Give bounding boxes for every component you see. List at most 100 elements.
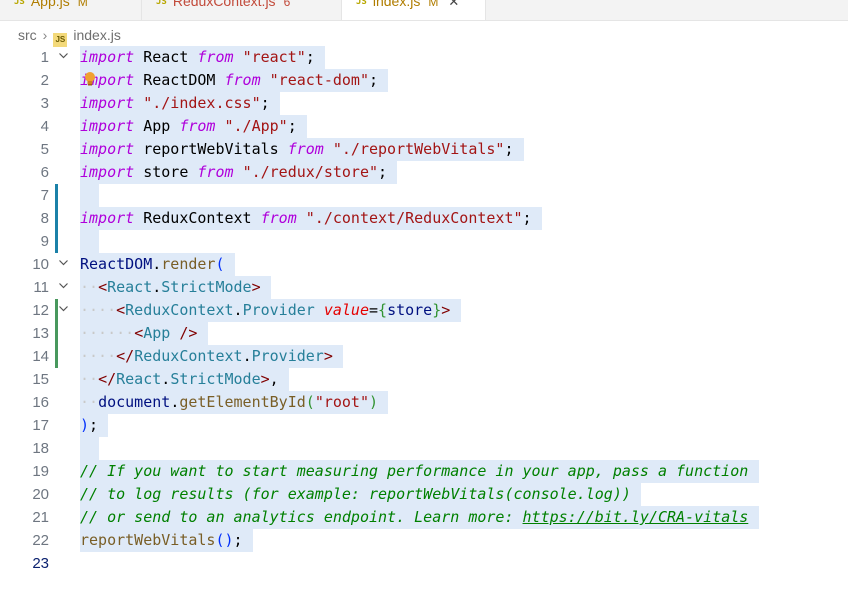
chevron-down-icon[interactable] xyxy=(58,50,68,60)
code-token: // or send to an analytics endpoint. Lea… xyxy=(80,508,523,526)
code-line[interactable]: 15··</React.StrictMode>, xyxy=(0,368,848,391)
code-line[interactable]: 18 xyxy=(0,437,848,460)
code-text[interactable]: ReactDOM.render( xyxy=(80,253,225,276)
code-text[interactable]: import store from "./redux/store"; xyxy=(80,161,387,184)
code-line[interactable]: 19// If you want to start measuring perf… xyxy=(0,460,848,483)
selection-highlight xyxy=(80,506,759,529)
close-icon[interactable]: ✕ xyxy=(448,0,460,9)
gutter-change-marker[interactable] xyxy=(55,230,58,253)
code-line[interactable]: 1 import React from "react"; xyxy=(0,46,848,69)
selection-highlight xyxy=(80,276,271,299)
chevron-down-icon[interactable] xyxy=(58,303,68,313)
code-line[interactable]: 9 xyxy=(0,230,848,253)
line-number: 1 xyxy=(40,49,49,66)
breadcrumb-folder[interactable]: src xyxy=(18,27,37,43)
chevron-down-icon[interactable] xyxy=(58,257,68,267)
code-text[interactable]: ··<React.StrictMode> xyxy=(80,276,261,299)
code-token: ·· xyxy=(80,278,99,296)
code-token: ; xyxy=(287,117,297,135)
code-text[interactable]: import React from "react"; xyxy=(80,46,315,69)
selection-highlight xyxy=(80,161,398,184)
code-line[interactable]: 11 ··<React.StrictMode> xyxy=(0,276,848,299)
code-token: import xyxy=(80,140,135,158)
code-token: React xyxy=(134,48,198,66)
code-token: store xyxy=(134,163,198,181)
code-line[interactable]: 17); xyxy=(0,414,848,437)
code-text[interactable]: ); xyxy=(80,414,98,437)
code-text[interactable]: import reportWebVitals from "./reportWeb… xyxy=(80,138,514,161)
code-text[interactable]: ····<ReduxContext.Provider value={store}… xyxy=(80,299,450,322)
breadcrumb-file[interactable]: index.js xyxy=(73,27,121,43)
line-number: 2 xyxy=(40,72,49,89)
line-number: 14 xyxy=(32,348,49,365)
code-line[interactable]: 16··document.getElementById("root") xyxy=(0,391,848,414)
code-line[interactable]: 14 ····</ReduxContext.Provider> xyxy=(0,345,848,368)
code-text[interactable]: ····</ReduxContext.Provider> xyxy=(80,345,333,368)
selection-highlight xyxy=(80,391,389,414)
code-token: ) xyxy=(80,416,90,434)
selection-highlight xyxy=(80,322,208,345)
code-token: "./reportWebVitals" xyxy=(332,140,505,158)
selection-highlight xyxy=(80,115,307,138)
code-token: . xyxy=(170,393,180,411)
gutter-change-marker[interactable] xyxy=(55,322,58,345)
code-text[interactable]: ······<App /> xyxy=(80,322,197,345)
gutter-change-marker[interactable] xyxy=(55,345,58,368)
code-line[interactable]: 20// to log results (for example: report… xyxy=(0,483,848,506)
code-text[interactable]: // to log results (for example: reportWe… xyxy=(80,483,631,506)
code-token: "react-dom" xyxy=(269,71,369,89)
code-text[interactable]: reportWebVitals(); xyxy=(80,529,243,552)
tab-label: ReduxContext.js xyxy=(172,0,276,9)
code-token: from xyxy=(197,163,234,181)
gutter-change-marker[interactable] xyxy=(55,184,58,207)
code-text[interactable]: import "./index.css"; xyxy=(80,92,270,115)
code-line[interactable]: 13······<App /> xyxy=(0,322,848,345)
code-token: . xyxy=(152,255,162,273)
code-text[interactable]: import App from "./App"; xyxy=(80,115,297,138)
code-token: ReactDOM xyxy=(80,255,153,273)
code-token xyxy=(215,117,224,135)
code-token: from xyxy=(287,140,324,158)
gutter-change-marker[interactable] xyxy=(55,207,58,230)
code-text[interactable]: import ReduxContext from "./context/Redu… xyxy=(80,207,532,230)
code-line[interactable]: 12····<ReduxContext.Provider value={stor… xyxy=(0,299,848,322)
code-token: < xyxy=(134,324,144,342)
code-token: import xyxy=(80,163,135,181)
code-token: ) xyxy=(224,531,234,549)
selection-highlight xyxy=(80,46,326,69)
code-line[interactable]: 10 ReactDOM.render( xyxy=(0,253,848,276)
code-token xyxy=(234,48,243,66)
code-text[interactable]: // or send to an analytics endpoint. Lea… xyxy=(80,506,748,529)
code-line[interactable]: 2 import ReactDOM from "react-dom"; xyxy=(0,69,848,92)
gutter-change-marker[interactable] xyxy=(55,299,58,322)
code-token: ; xyxy=(233,531,243,549)
code-text[interactable]: import ReactDOM from "react-dom"; xyxy=(80,69,378,92)
code-token: "./App" xyxy=(224,117,288,135)
code-text[interactable]: ··document.getElementById("root") xyxy=(80,391,378,414)
code-text[interactable]: ··</React.StrictMode>, xyxy=(80,368,279,391)
chevron-down-icon[interactable] xyxy=(58,280,68,290)
code-token: > xyxy=(251,278,261,296)
code-token: ReduxContext xyxy=(134,347,243,365)
code-line[interactable]: 21// or send to an analytics endpoint. L… xyxy=(0,506,848,529)
code-token: "./index.css" xyxy=(143,94,261,112)
lightbulb-icon[interactable] xyxy=(84,71,96,87)
code-line[interactable]: 23 xyxy=(0,552,848,575)
code-line[interactable]: 7 xyxy=(0,184,848,207)
code-token xyxy=(170,324,179,342)
code-token: document xyxy=(98,393,171,411)
line-number: 11 xyxy=(33,279,49,296)
code-text[interactable]: // If you want to start measuring perfor… xyxy=(80,460,748,483)
line-number: 10 xyxy=(32,256,49,273)
tab-badge: M xyxy=(428,0,439,9)
